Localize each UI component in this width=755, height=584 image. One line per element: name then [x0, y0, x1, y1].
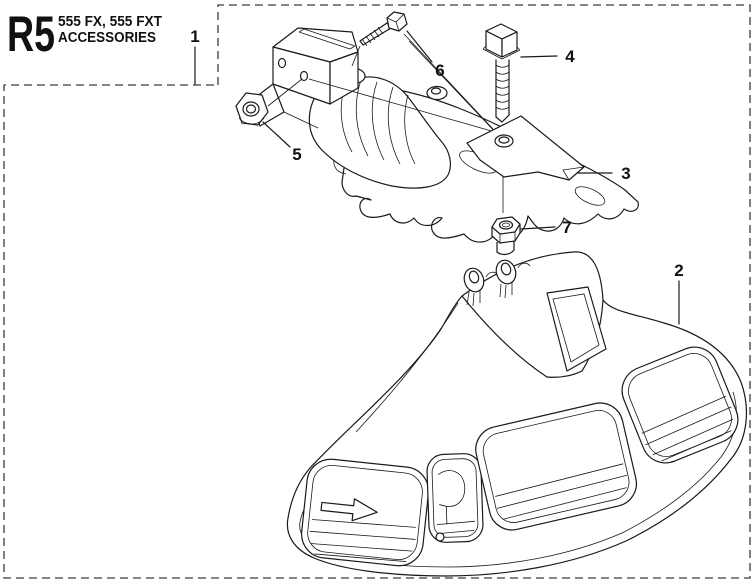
section-code: R5: [7, 6, 55, 62]
callout-5: 5: [262, 121, 302, 164]
direction-arrow-icon: [320, 498, 378, 522]
guard-vent-left: [300, 458, 430, 567]
callout-3: 3: [576, 164, 631, 183]
callout-5-leader: [262, 121, 291, 148]
part-hex-bolt: [359, 11, 408, 47]
part-flange-nut-large: [235, 92, 269, 126]
callout-6: 6: [406, 30, 445, 80]
vent-pin: [435, 532, 445, 542]
section-title: ACCESSORIES: [58, 30, 156, 46]
guard-vent-middle: [426, 453, 484, 543]
callouts: 1 2 3 4 5 6 7: [190, 27, 684, 325]
callout-3-number: 3: [621, 164, 630, 183]
callout-2-number: 2: [674, 261, 683, 280]
part-flange-nut-small: [491, 216, 521, 256]
part-square-head-bolt: [482, 23, 521, 123]
clamp-assembly: [251, 27, 639, 243]
callout-1-number: 1: [190, 27, 199, 46]
callout-4-number: 4: [565, 47, 575, 66]
guard-rim-line: [299, 391, 737, 568]
callout-1: 1: [190, 27, 200, 85]
guard-vent-center: [475, 402, 638, 531]
guard-eyelet-right: [495, 259, 517, 299]
callout-4-leader: [520, 55, 558, 58]
callout-2: 2: [674, 261, 684, 325]
callout-7: 7: [520, 218, 572, 237]
guard-left-edge-line: [355, 302, 459, 433]
callout-7-number: 7: [562, 218, 571, 237]
callout-6-number: 6: [435, 61, 444, 80]
guard-top-flange: [461, 262, 607, 378]
guard-eyelet-left: [463, 267, 485, 307]
guard-vent-right: [621, 346, 739, 464]
kit-boundary-dashed-border: [3, 4, 751, 579]
diagram-header: R5 555 FX, 555 FXT ACCESSORIES: [7, 6, 162, 62]
part-guard-shield: [286, 251, 748, 577]
model-names: 555 FX, 555 FXT: [58, 14, 162, 30]
part-clamp-plate: [466, 115, 585, 181]
callout-6-leader: [406, 30, 433, 63]
callout-7-leader: [520, 226, 556, 230]
callout-5-number: 5: [292, 145, 301, 164]
callout-4: 4: [520, 47, 575, 66]
